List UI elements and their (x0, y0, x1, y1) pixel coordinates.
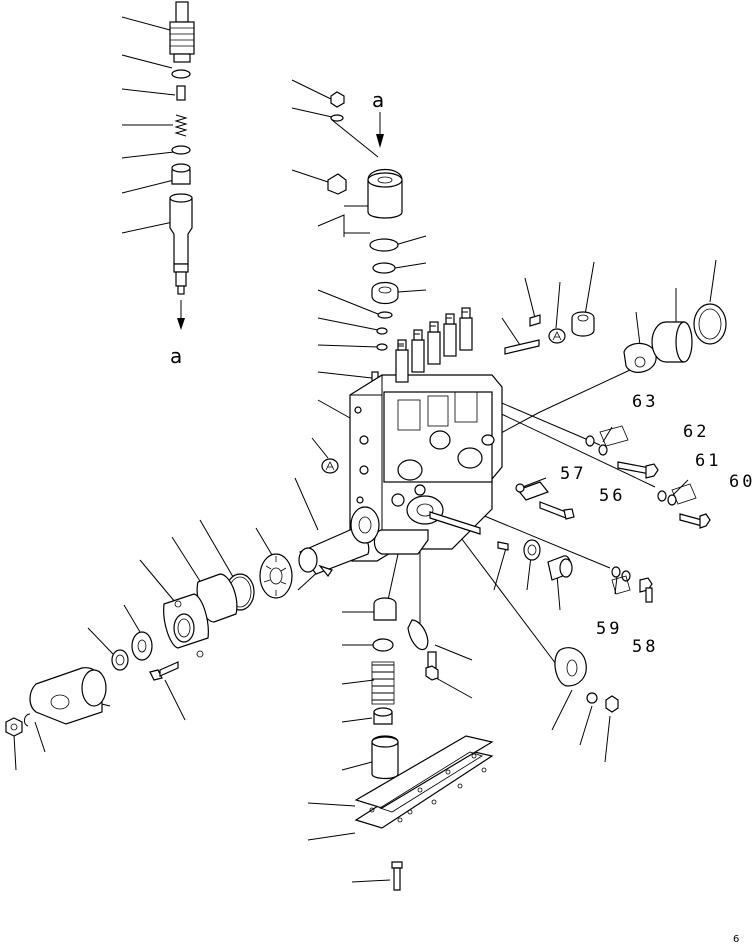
view-marker-left: a (170, 344, 183, 368)
part-label-60: 60 (729, 472, 754, 492)
right-side-fasteners (497, 425, 711, 603)
part-label-58: 58 (632, 637, 659, 657)
page-number: 6 (733, 934, 740, 945)
governor-housing-assembly (327, 91, 403, 389)
part-label-61: 61 (695, 451, 722, 471)
pump-elements (395, 307, 473, 383)
governor-parts (529, 303, 727, 373)
delivery-valve-assembly (169, 1, 195, 330)
view-marker-top: a (372, 88, 385, 112)
part-label-59: 59 (596, 619, 623, 639)
part-label-62: 62 (683, 422, 710, 442)
drive-side-parts (5, 553, 333, 737)
tappet-assembly (371, 597, 619, 780)
part-label-63: 63 (632, 392, 659, 412)
part-label-56: 56 (599, 486, 626, 506)
part-label-57: 57 (560, 464, 587, 484)
bottom-cover (354, 735, 494, 891)
injection-pump-body (298, 307, 540, 575)
leader-lines (13, 16, 717, 883)
